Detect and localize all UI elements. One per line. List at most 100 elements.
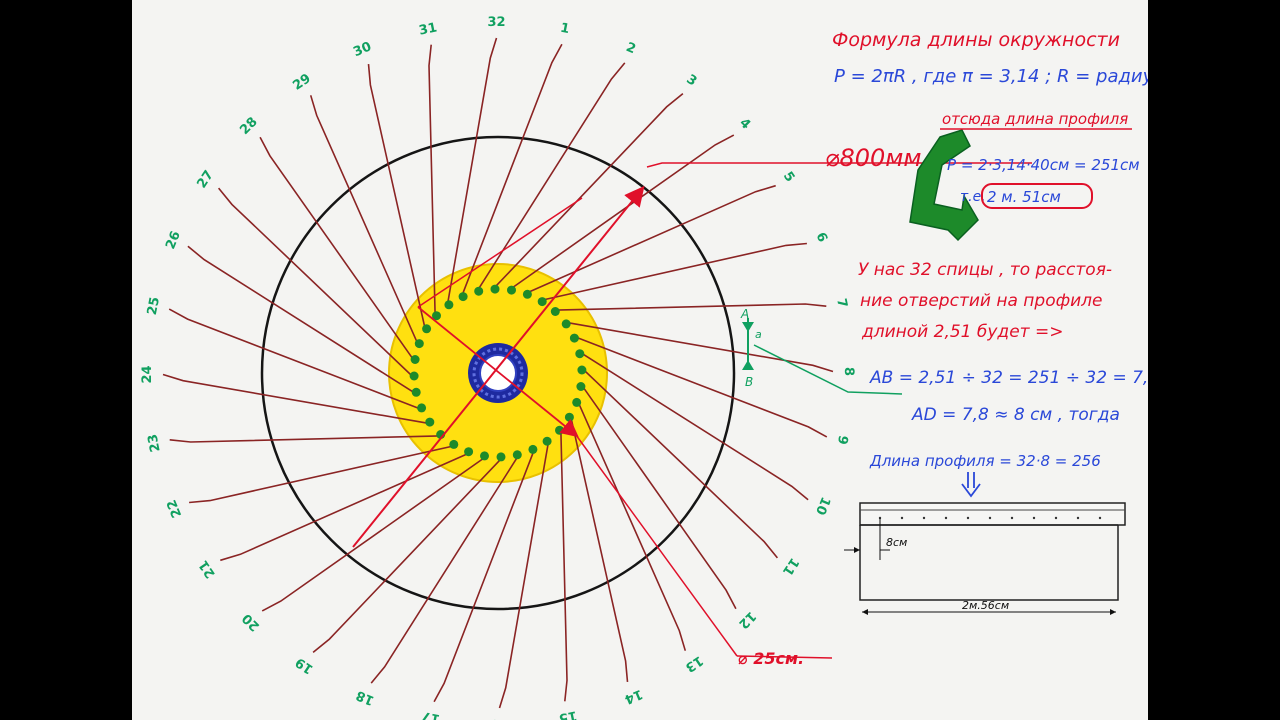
spoke-label: 30 <box>351 39 373 60</box>
spoke-8 <box>567 321 834 373</box>
outer-diameter-label: ⌀800мм <box>825 144 921 172</box>
spoke-23 <box>169 435 440 443</box>
profile-hole <box>1098 516 1102 520</box>
spoke-label: 29 <box>290 71 313 94</box>
spoke-label: 12 <box>735 608 758 631</box>
spoke-1 <box>461 43 563 296</box>
ie-box <box>981 183 1093 209</box>
profile-hole <box>1076 516 1080 520</box>
dim-total-label: 2м.56см <box>962 599 1009 612</box>
profile-hole <box>900 516 904 520</box>
spoke-17 <box>433 450 535 703</box>
hub-hole-marker <box>542 436 552 446</box>
hub-hole-marker <box>449 439 459 449</box>
hub-hole-marker <box>528 444 538 454</box>
spoke-label: 25 <box>145 296 163 317</box>
spoke-6 <box>543 242 807 301</box>
profile-hole <box>922 516 926 520</box>
spoke-label: 9 <box>834 434 850 446</box>
hub-hole-marker <box>576 382 586 391</box>
hub-hole-marker <box>417 403 427 413</box>
profile-hole <box>966 516 970 520</box>
spoke-label: 6 <box>813 230 830 244</box>
spoke-label: 26 <box>163 229 184 251</box>
profile-hole <box>1032 516 1036 520</box>
hub-hole-marker <box>464 447 474 457</box>
spoke-7 <box>556 303 827 311</box>
spoke-label: 1 <box>559 21 571 37</box>
hub-hole-marker <box>522 289 532 299</box>
profile-body <box>859 525 1119 601</box>
spoke-label: 13 <box>682 652 705 675</box>
formula-line: P = 2πR , где π = 3,14 ; R = радиус <box>834 66 1148 87</box>
hub-hole-marker <box>414 339 424 349</box>
profile-holes-group <box>878 516 1102 520</box>
spoke-label: 31 <box>418 20 439 38</box>
point-a-small-label: a <box>755 328 762 341</box>
rim-diameter-line <box>352 185 645 548</box>
dim-small-label: 8см <box>886 536 907 549</box>
spoke-label: 16 <box>490 716 508 720</box>
hub-hole-marker <box>458 292 468 302</box>
hub-hole-marker <box>490 284 500 294</box>
spoke-27 <box>217 187 413 377</box>
hub-hole-marker <box>575 349 585 359</box>
spokes-text-2: ние отверстий на профиле <box>860 291 1103 311</box>
profile-hole <box>1054 516 1058 520</box>
ie-value: 2 м. 51см <box>987 188 1061 206</box>
spoke-label: 20 <box>240 610 263 633</box>
calc-line: P = 2·3,14·40см = 251см <box>947 156 1140 174</box>
spoke-14 <box>570 418 629 682</box>
outer-diameter-leader <box>646 162 1032 168</box>
axle-center <box>479 354 517 392</box>
spoke-3 <box>494 92 684 288</box>
spoke-label: 22 <box>164 497 185 519</box>
paper-sheet: 1234567891011121314151617181920212223242… <box>132 0 1148 720</box>
hub-hole-marker <box>512 450 522 460</box>
hub-hole-marker <box>444 300 454 310</box>
hub-hole-marker <box>422 324 432 334</box>
spoke-label: 15 <box>558 707 579 720</box>
hub-hole-marker <box>550 307 560 316</box>
profile-length-text: Длина профиля = 32·8 = 256 <box>869 452 1101 470</box>
spoke-26 <box>187 245 415 394</box>
spoke-30 <box>367 64 426 328</box>
dim-small-arrow <box>854 547 860 553</box>
spoke-24 <box>162 373 429 425</box>
hub-hole-marker <box>569 333 579 343</box>
spoke-32 <box>446 37 498 304</box>
wheel-diagram: 1234567891011121314151617181920212223242… <box>140 15 1148 720</box>
spoke-31 <box>428 44 436 315</box>
spoke-9 <box>575 336 828 438</box>
hub-hole-marker <box>480 451 489 461</box>
ab-leader <box>753 344 903 395</box>
spoke-label: 32 <box>487 15 505 30</box>
hence-text: отсюда длина профиля <box>942 110 1128 128</box>
spoke-label: 8 <box>841 367 856 376</box>
hub-diameter-line <box>417 306 579 438</box>
spokes-text-1: У нас 32 спицы , то расстоя- <box>858 260 1112 280</box>
hub-hole-marker <box>572 397 582 407</box>
point-a-label: A <box>740 307 749 321</box>
spoke-label: 2 <box>624 40 638 57</box>
outer-rim-circle <box>260 135 736 611</box>
profile-hole <box>944 516 948 520</box>
ab-formula: AB = 2,51 ÷ 32 = 251 ÷ 32 = 7,8 <box>869 368 1148 388</box>
down-double-arrow <box>961 472 981 498</box>
spoke-10 <box>581 352 809 501</box>
spoke-4 <box>511 134 735 289</box>
spoke-label: 3 <box>684 72 700 90</box>
hub-hole-marker <box>410 355 420 364</box>
spoke-29 <box>309 95 419 344</box>
profile-hole <box>1010 516 1014 520</box>
spoke-22 <box>189 445 453 504</box>
hub-hole-marker <box>564 412 574 422</box>
hub-hole-marker <box>425 417 435 427</box>
spoke-13 <box>577 402 687 651</box>
hub-hole-marker <box>496 452 506 462</box>
spoke-28 <box>259 136 414 360</box>
spoke-label: 18 <box>354 687 376 708</box>
spoke-label: 10 <box>812 495 833 517</box>
spoke-label: 17 <box>421 708 442 720</box>
hand-arrow-shape <box>909 129 979 242</box>
